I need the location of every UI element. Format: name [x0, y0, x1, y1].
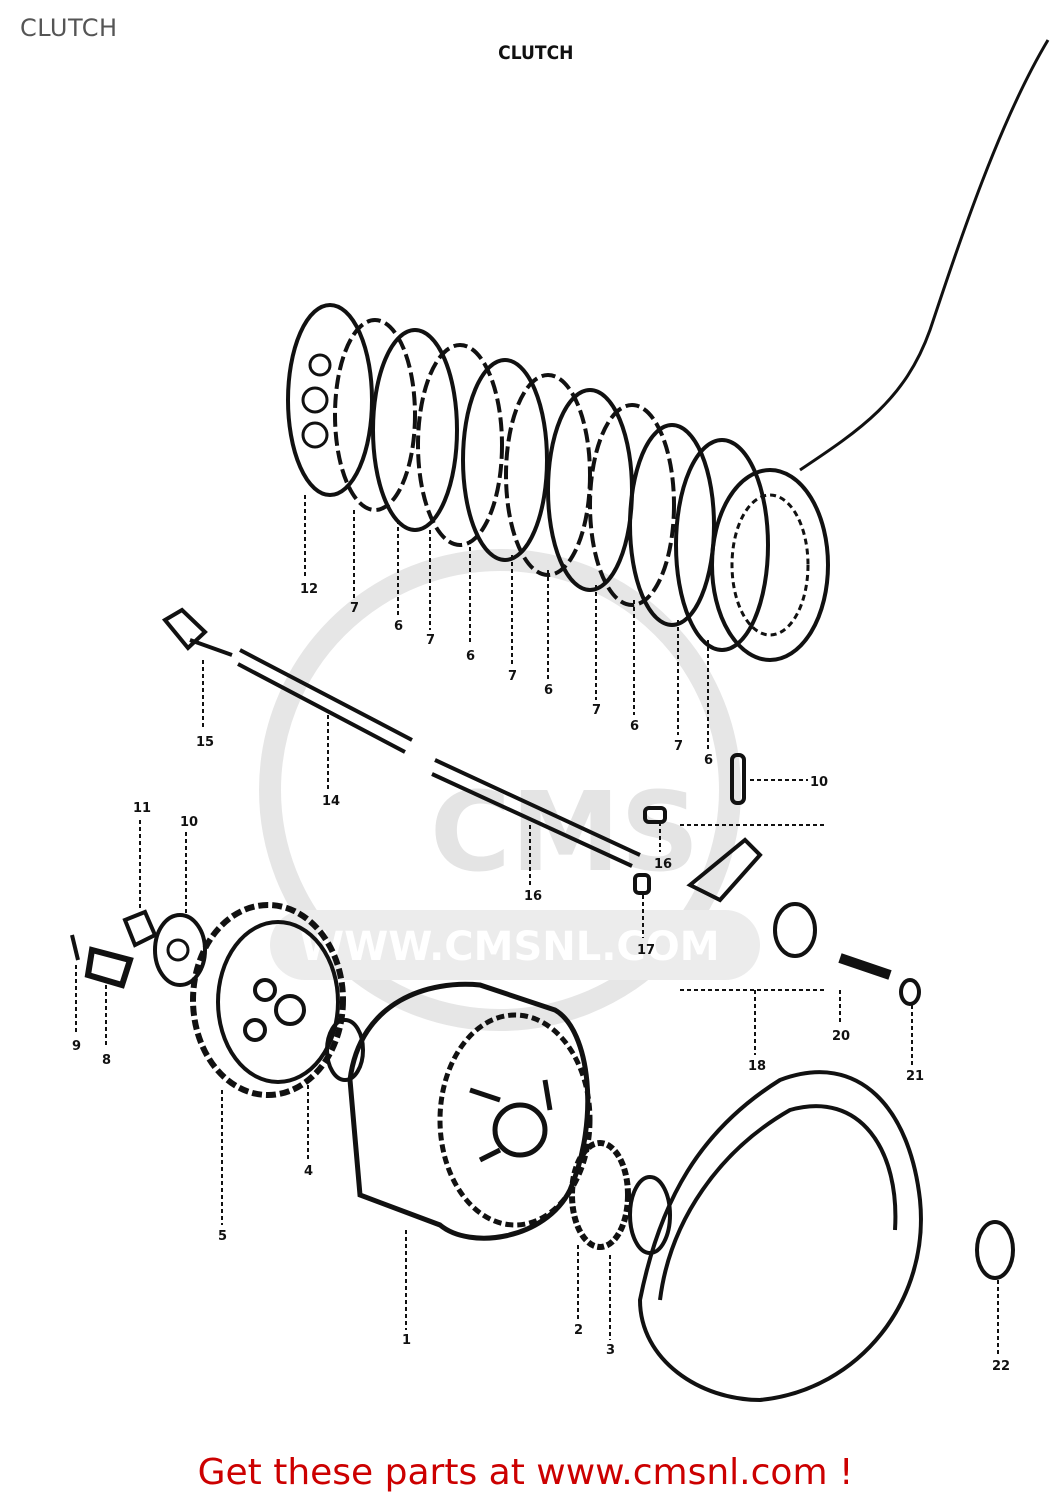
callout-3: 3: [606, 1343, 615, 1358]
clutch-cable: [799, 39, 1050, 472]
callout-7: 7: [674, 739, 683, 754]
callout-7: 7: [350, 601, 359, 616]
cmsnl-watermark: CMS WWW.CMSNL.COM: [259, 549, 760, 1031]
push-rod-assembly: [161, 607, 641, 868]
callout-16b: 16: [524, 889, 542, 904]
page-title: CLUTCH: [20, 14, 118, 42]
callout-6: 6: [466, 649, 475, 664]
callout-7: 7: [426, 633, 435, 648]
callout-6: 6: [630, 719, 639, 734]
callout-10b: 10: [180, 815, 198, 830]
callout-17: 17: [637, 943, 655, 958]
callout-5: 5: [218, 1229, 227, 1244]
callout-18: 18: [748, 1059, 766, 1074]
callout-7: 7: [592, 703, 601, 718]
watermark-url-text: WWW.CMSNL.COM: [300, 924, 720, 970]
diagram-title: CLUTCH: [498, 42, 574, 64]
callout-numbers: 12 7 6 7 6 7 6 7 6 7 6 15 14 10 16 16 17…: [72, 582, 1010, 1374]
callout-21: 21: [906, 1069, 924, 1084]
primary-driven-gear: [190, 902, 365, 1098]
callout-leader-lines: [75, 495, 999, 1355]
callout-6: 6: [544, 683, 553, 698]
callout-15: 15: [196, 735, 214, 750]
callout-14: 14: [322, 794, 340, 809]
callout-16: 16: [654, 857, 672, 872]
callout-12: 12: [300, 582, 318, 597]
get-parts-link[interactable]: Get these parts at www.cmsnl.com !: [197, 1452, 854, 1493]
clutch-housing: [347, 981, 593, 1241]
callout-2: 2: [574, 1323, 583, 1338]
small-parts-left: [70, 909, 207, 989]
callout-7: 7: [508, 669, 517, 684]
clutch-plate-stack: [286, 303, 830, 662]
callout-22: 22: [992, 1359, 1010, 1374]
callout-1: 1: [402, 1333, 411, 1348]
crankcase-cover: [637, 1070, 1015, 1403]
release-mechanism: [633, 753, 921, 1006]
callout-11: 11: [133, 801, 151, 816]
callout-6: 6: [704, 753, 713, 768]
callout-20: 20: [832, 1029, 850, 1044]
callout-10: 10: [810, 775, 828, 790]
callout-6: 6: [394, 619, 403, 634]
callout-9: 9: [72, 1039, 81, 1054]
watermark-logo-text: CMS: [430, 768, 699, 896]
callout-8: 8: [102, 1053, 111, 1068]
callout-4: 4: [304, 1164, 313, 1179]
